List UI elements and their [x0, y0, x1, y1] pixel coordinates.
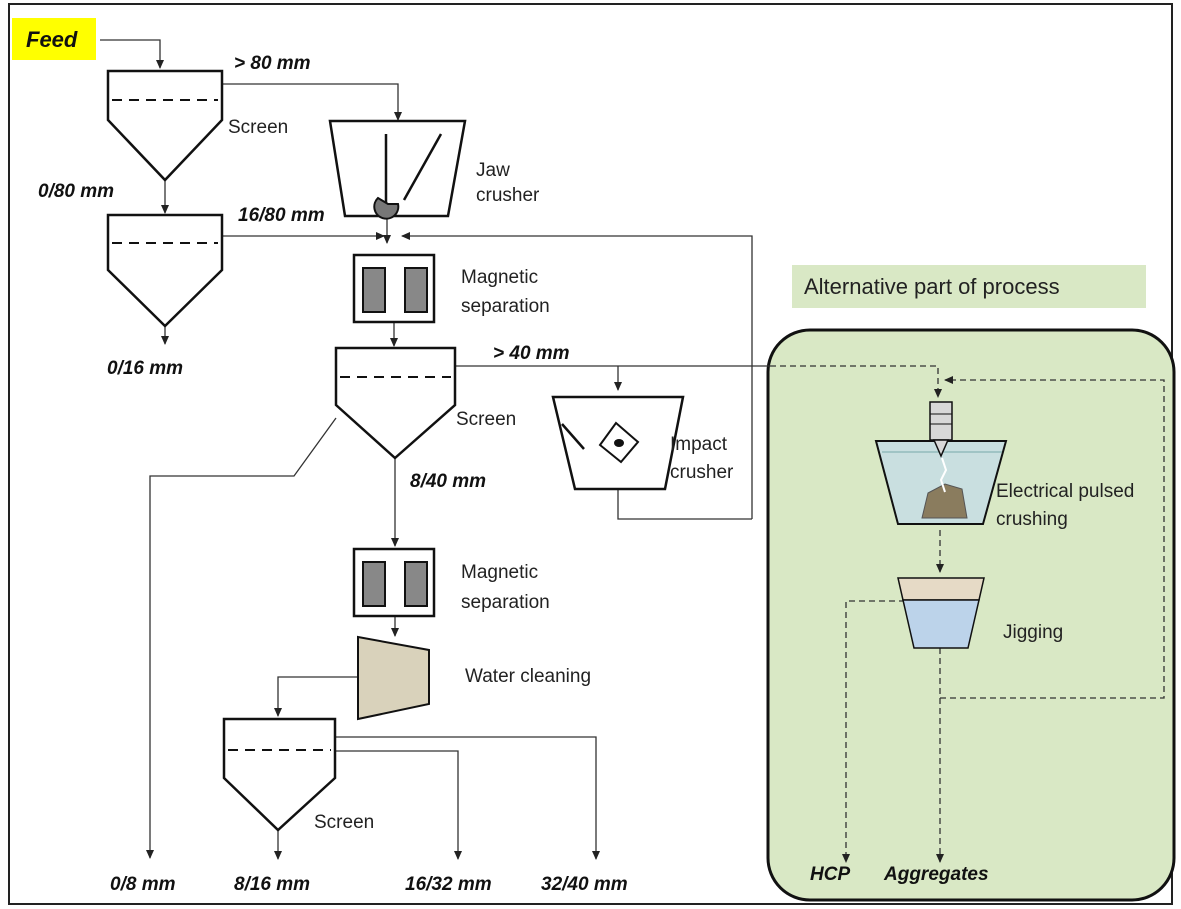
screen-1-icon [106, 69, 224, 182]
impact-crusher-icon [551, 395, 685, 491]
screen-0-80-icon [106, 213, 224, 328]
magnetic-separation-1-label-1: Magnetic [461, 267, 538, 288]
stream-16-32-label: 16/32 mm [405, 874, 492, 895]
epc-label-1: Electrical pulsed [996, 481, 1134, 502]
jaw-crusher-icon [328, 119, 467, 220]
jigging-icon [897, 577, 985, 649]
stream-gt80-label: > 80 mm [234, 53, 311, 74]
alternative-title-box [792, 265, 1146, 308]
water-cleaning-icon [357, 635, 430, 721]
alternative-title: Alternative part of process [804, 274, 1060, 299]
feed-highlight [12, 18, 96, 60]
water-cleaning-label: Water cleaning [465, 666, 591, 687]
magnetic-separator-2-icon [352, 547, 436, 618]
screen-2-label: Screen [456, 409, 516, 430]
screen-2-icon [334, 346, 457, 460]
aggregates-label: Aggregates [883, 864, 989, 885]
stream-8-40-label: 8/40 mm [410, 471, 486, 492]
electrical-pulsed-crushing-icon [874, 401, 1008, 525]
screen-1-label: Screen [228, 117, 288, 138]
jaw-crusher-label-1: Jaw [476, 160, 510, 181]
stream-32-40-label: 32/40 mm [541, 874, 628, 895]
hcp-label: HCP [810, 864, 850, 885]
stream-0-8-label: 0/8 mm [110, 874, 176, 895]
stream-8-16-label: 8/16 mm [234, 874, 310, 895]
stream-gt40-label: > 40 mm [493, 343, 570, 364]
screen-3-icon [222, 717, 337, 832]
screen-3-label: Screen [314, 812, 374, 833]
stream-16-80-label: 16/80 mm [238, 205, 325, 226]
feed-label: Feed [26, 27, 78, 52]
impact-crusher-label-1: Impact [670, 434, 728, 455]
magnetic-separation-1-label-2: separation [461, 296, 550, 317]
magnetic-separator-1-icon [352, 253, 436, 324]
impact-crusher-label-2: crusher [670, 462, 734, 483]
magnetic-separation-2-label-1: Magnetic [461, 562, 538, 583]
jaw-crusher-label-2: crusher [476, 185, 540, 206]
jigging-label: Jigging [1003, 622, 1063, 643]
magnetic-separation-2-label-2: separation [461, 592, 550, 613]
stream-0-80-label: 0/80 mm [38, 181, 114, 202]
flow-lines [100, 39, 1165, 863]
epc-label-2: crushing [996, 509, 1068, 530]
stream-0-16-label: 0/16 mm [107, 358, 183, 379]
